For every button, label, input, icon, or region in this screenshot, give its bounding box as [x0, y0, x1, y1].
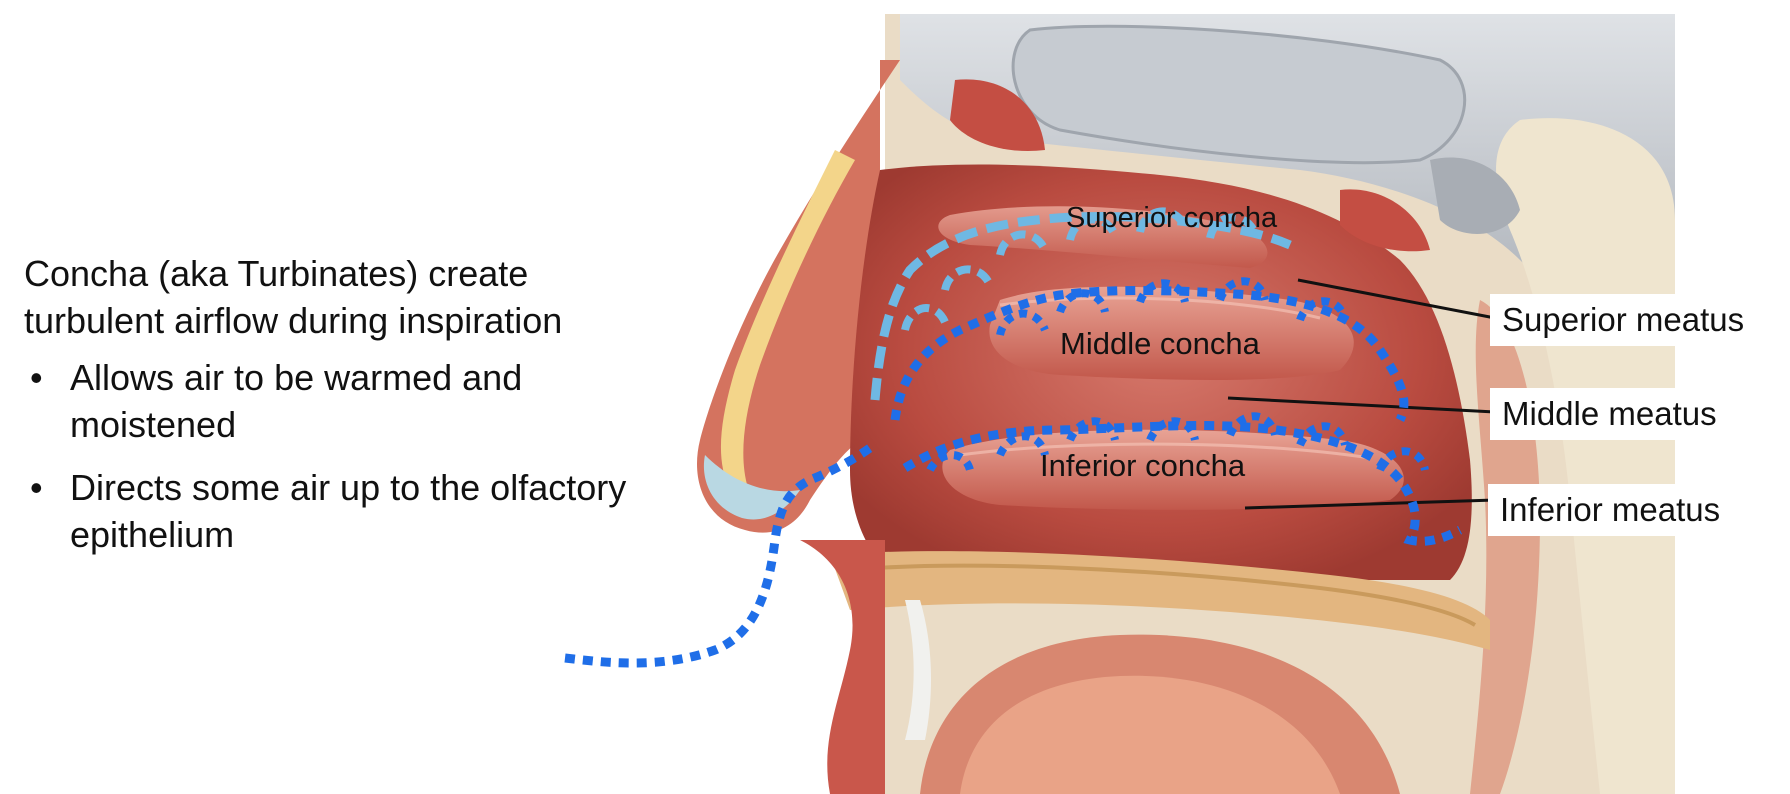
middle-concha-shape — [989, 286, 1354, 380]
superior-meatus-pointer — [1297, 278, 1496, 320]
airflow-middle-loops — [996, 277, 1349, 337]
airflow-arrows — [564, 207, 1463, 668]
bullet-list: • Allows air to be warmed and moistened … — [24, 354, 664, 558]
middle-meatus-pointer — [1227, 396, 1496, 414]
inferior-meatus-label: Inferior meatus — [1488, 484, 1733, 536]
description-block: Concha (aka Turbinates) create turbulent… — [24, 250, 664, 574]
airflow-superior-loops — [901, 207, 1259, 332]
inferior-concha-label: Inferior concha — [1040, 448, 1246, 483]
bullet-item: • Directs some air up to the olfactory e… — [24, 464, 664, 558]
airflow-intake-path — [564, 444, 873, 668]
bullet-glyph: • — [30, 467, 43, 508]
bullet-text: Allows air to be warmed and moistened — [70, 357, 523, 445]
intro-text: Concha (aka Turbinates) create turbulent… — [24, 253, 563, 341]
superior-concha-label: Superior concha — [1066, 202, 1278, 234]
airflow-inferior-meatus-path — [902, 421, 1463, 546]
bullet-glyph: • — [30, 357, 43, 398]
airflow-inferior-loops — [926, 412, 1429, 473]
inferior-meatus-pointer — [1244, 498, 1496, 510]
pointer-lines — [1227, 278, 1496, 510]
bullet-text: Directs some air up to the olfactory epi… — [70, 467, 627, 555]
superior-meatus-label: Superior meatus — [1490, 294, 1757, 346]
airflow-middle-meatus-path — [890, 285, 1409, 423]
middle-concha-label: Middle concha — [1060, 326, 1260, 361]
bullet-item: • Allows air to be warmed and moistened — [24, 354, 664, 448]
middle-meatus-label: Middle meatus — [1490, 388, 1729, 440]
